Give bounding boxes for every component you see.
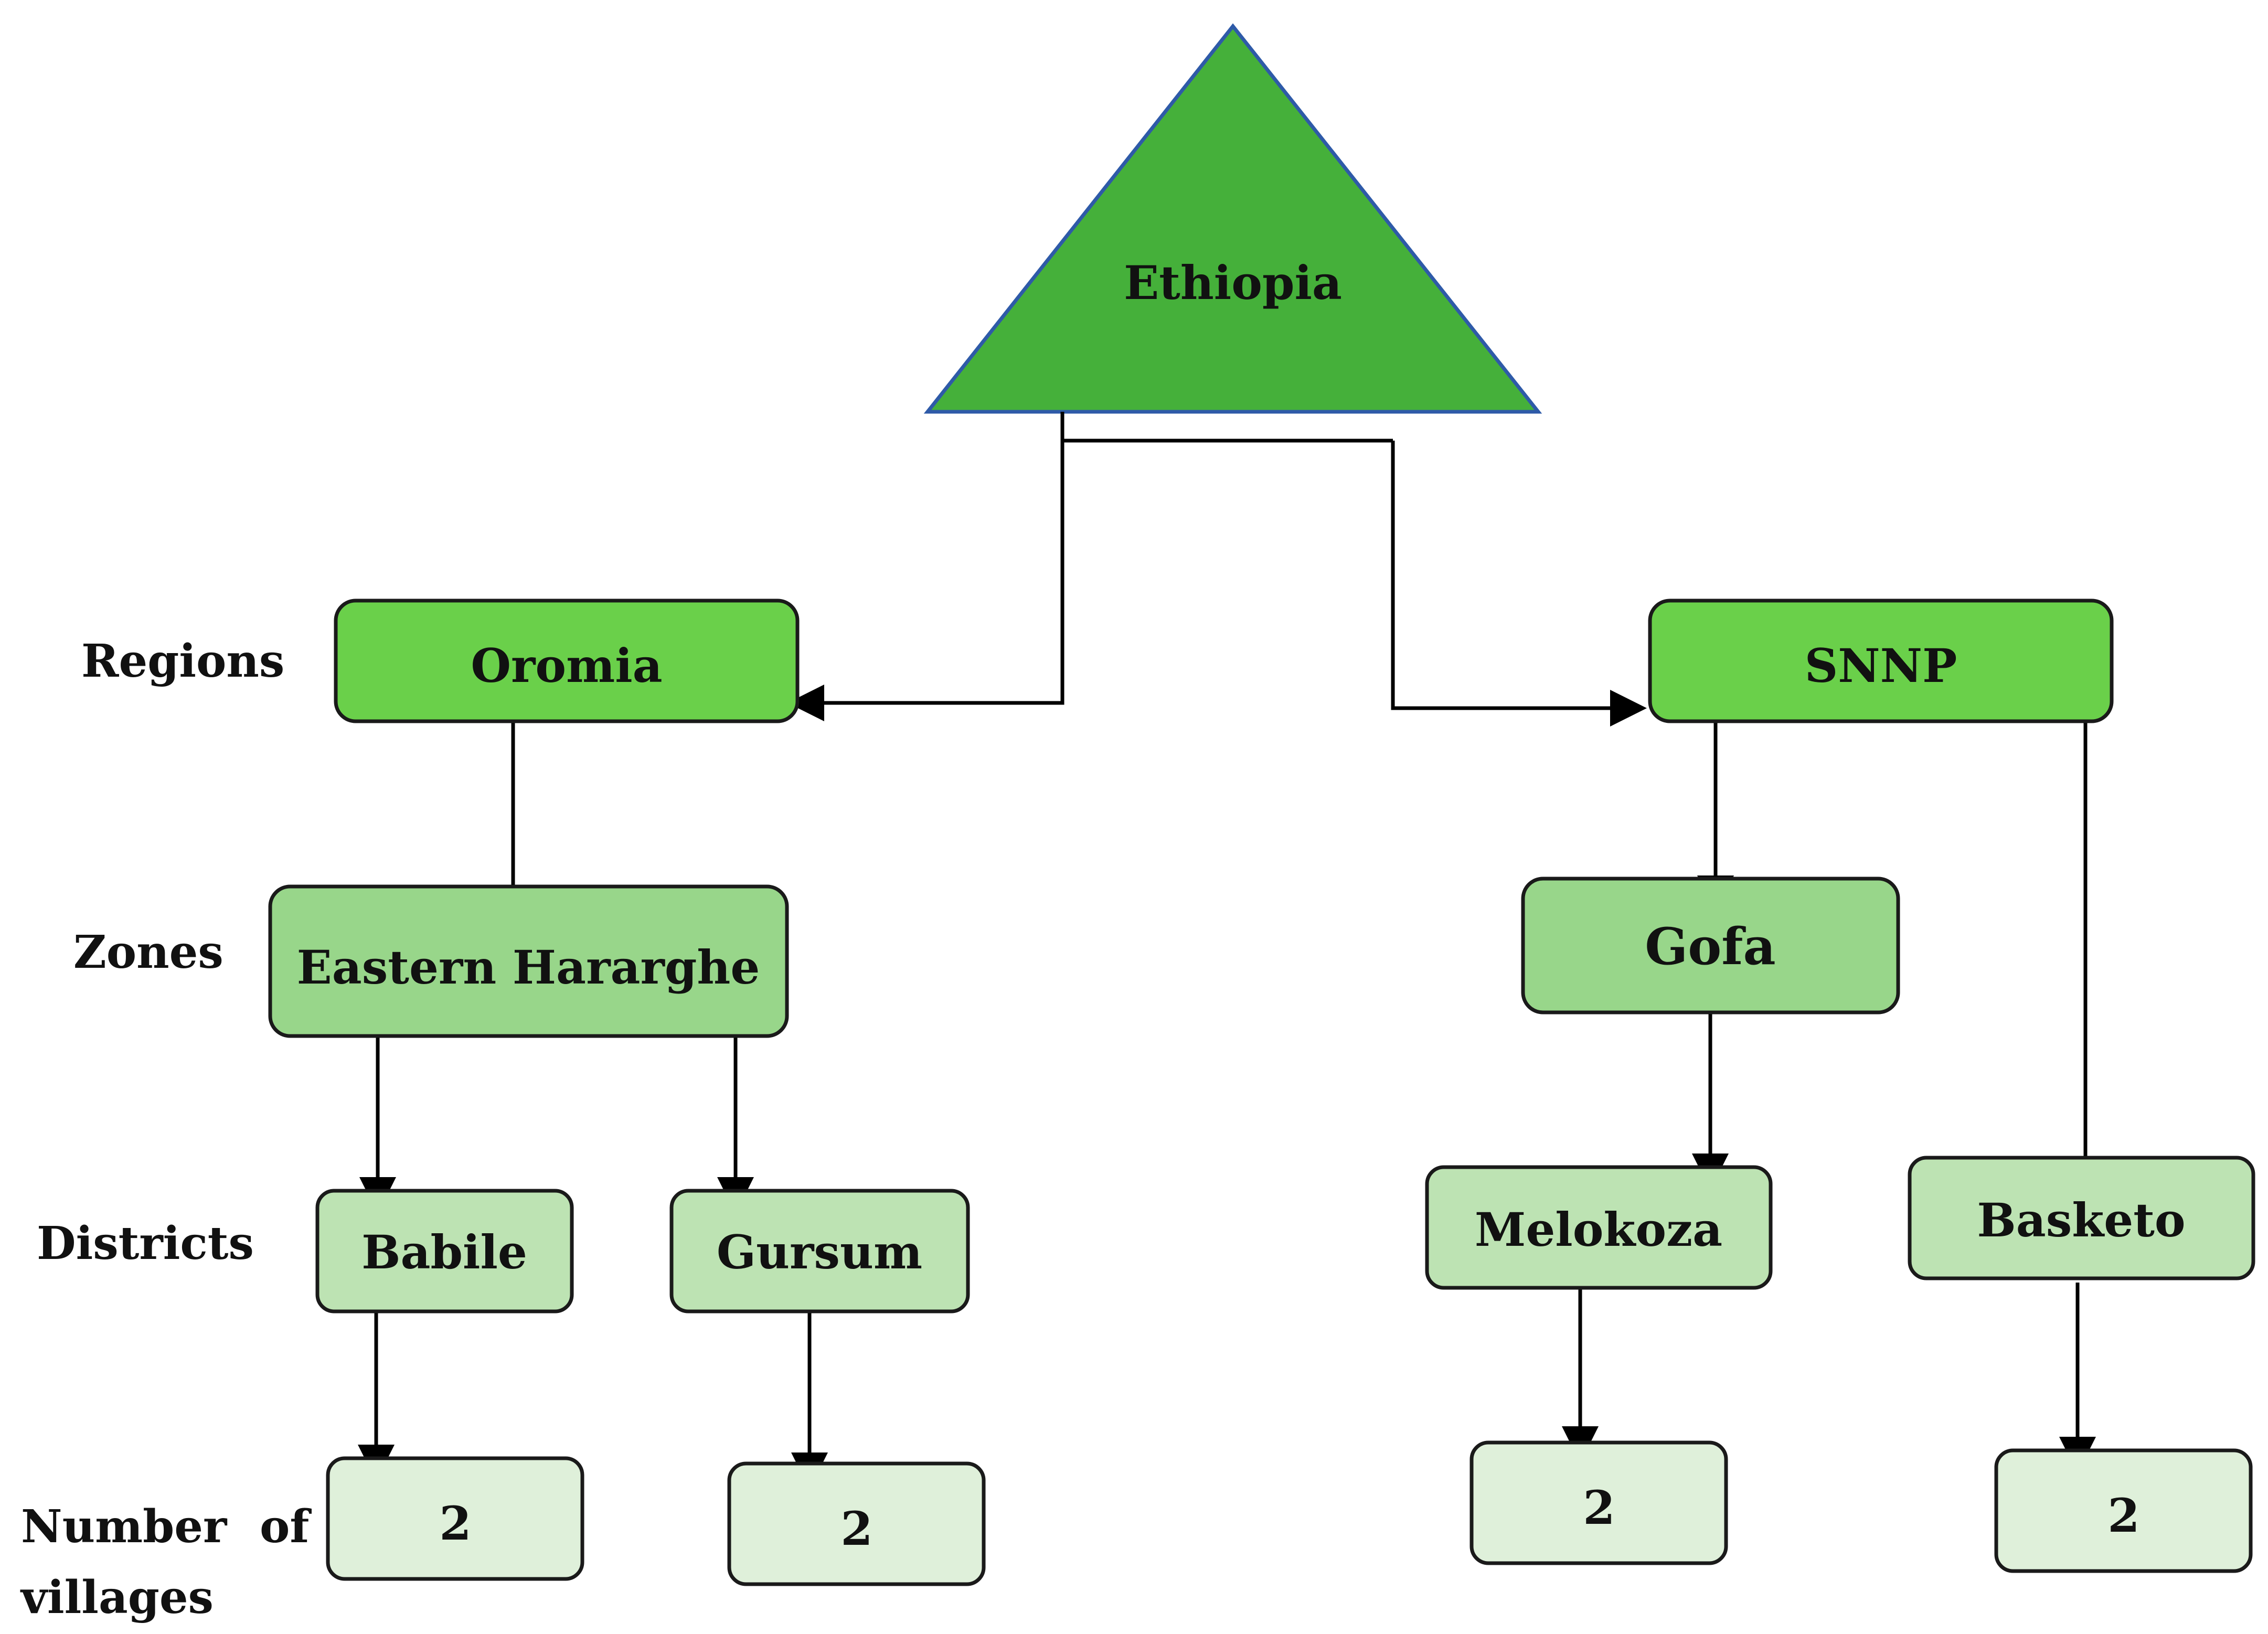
villages-node-melokoza: 2 [1470, 1440, 1728, 1565]
villages-count-babile: 2 [439, 1496, 471, 1551]
villages-node-basketo: 2 [1994, 1448, 2253, 1573]
district-node-melokoza: Melokoza [1425, 1165, 1773, 1290]
district-node-basketo: Basketo [1908, 1156, 2255, 1280]
level-label-regions: Regions [81, 635, 284, 688]
villages-count-gursum: 2 [840, 1501, 872, 1556]
zone-node-eastern-hararghe: Eastern Hararghe [268, 884, 789, 1038]
level-label-districts: Districts [37, 1217, 254, 1270]
zone-label-gofa: Gofa [1645, 917, 1776, 976]
district-label-basketo: Basketo [1977, 1193, 2185, 1247]
level-label-of: of [260, 1500, 312, 1553]
region-node-snnp: SNNP [1648, 599, 2114, 723]
villages-count-melokoza: 2 [1583, 1480, 1615, 1535]
edges [358, 412, 2096, 1489]
zone-label-eastern-hararghe: Eastern Hararghe [297, 940, 760, 995]
level-labels: Regions Zones Districts Number of villag… [20, 635, 312, 1624]
district-node-babile: Babile [315, 1189, 574, 1313]
country-label: Ethiopia [1124, 255, 1342, 310]
district-label-babile: Babile [361, 1225, 527, 1279]
level-label-number: Number [21, 1500, 228, 1553]
district-label-melokoza: Melokoza [1475, 1202, 1722, 1257]
level-label-villages: villages [20, 1571, 214, 1624]
country-node: Ethiopia [923, 23, 1542, 414]
villages-node-babile: 2 [326, 1456, 584, 1581]
villages-count-basketo: 2 [2107, 1488, 2139, 1543]
district-label-gursum: Gursum [717, 1225, 922, 1279]
villages-node-gursum: 2 [727, 1461, 986, 1586]
level-label-zones: Zones [73, 926, 223, 979]
region-label-oromia: Oromia [471, 638, 662, 693]
edge-country-snnp [1391, 441, 1647, 727]
edge-country-oromia [787, 412, 1064, 721]
region-node-oromia: Oromia [334, 599, 800, 723]
district-node-gursum: Gursum [669, 1189, 970, 1313]
zone-node-gofa: Gofa [1521, 877, 1900, 1014]
region-label-snnp: SNNP [1805, 638, 1957, 693]
